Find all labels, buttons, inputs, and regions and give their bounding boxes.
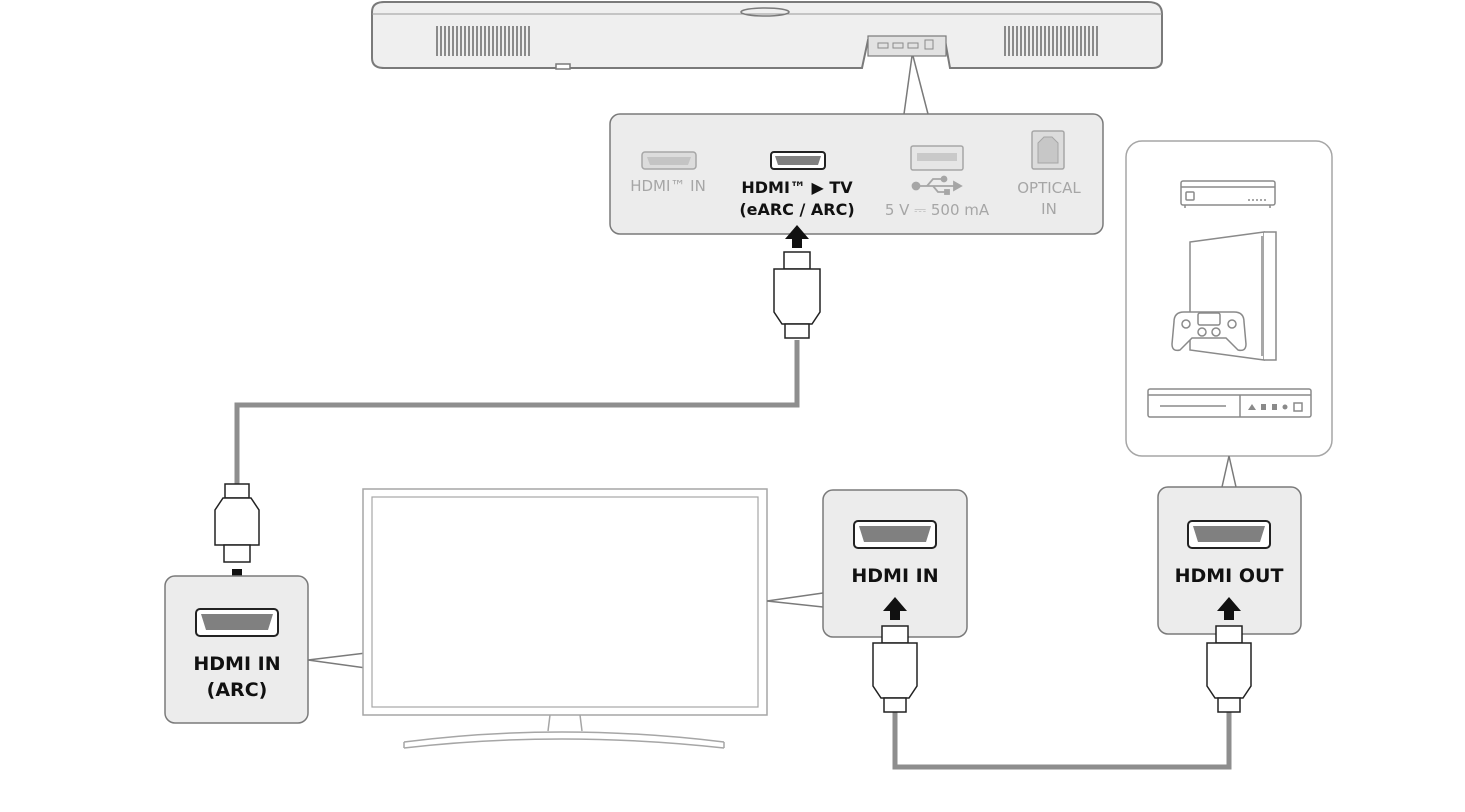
tv-hdmi-callout-lines [766, 592, 824, 608]
tv-arc-port-sublabel: (ARC) [207, 679, 268, 701]
usb-power-label: 5 V ⎓ 500 mA [885, 201, 990, 219]
hdmi-tv-label: HDMI™ ▶ TV [741, 178, 853, 197]
gamepad-icon [1171, 311, 1247, 352]
hdmi-port-icon [853, 520, 937, 549]
hdmi-connector-source [1206, 625, 1252, 713]
optical-label-line1: OPTICAL [1017, 179, 1081, 197]
arrow-up-to-tv-hdmi-in [883, 597, 907, 620]
hdmi-tv-port-icon [770, 151, 826, 170]
source-hdmi-out-label: HDMI OUT [1175, 565, 1284, 587]
soundbar-left-grille [436, 26, 530, 56]
hdmi-in-port-icon [641, 151, 697, 170]
soundbar-rear-panel: HDMI™ IN HDMI™ ▶ TV (eARC / ARC) 5 V ⎓ 5… [609, 113, 1104, 235]
source-callout-lines [1221, 455, 1237, 488]
disc-player-icon [1147, 388, 1312, 418]
source-devices-panel [1125, 140, 1333, 457]
hdmi-connector-top [773, 251, 821, 339]
arrow-up-to-soundbar [785, 225, 809, 248]
optical-port-icon [1031, 130, 1065, 170]
soundbar-port-recess [867, 35, 947, 57]
hdmi-port-icon [1187, 520, 1271, 549]
tv-arc-port-panel: HDMI IN (ARC) [164, 575, 309, 724]
hdmi-connector-tv-input [872, 625, 918, 713]
tv-arc-callout-lines [307, 652, 367, 669]
tv-icon [362, 488, 768, 749]
arrow-up-to-source [1217, 597, 1241, 620]
hdmi-port-icon [195, 608, 279, 637]
soundbar-icon [371, 1, 1163, 70]
soundbar-right-grille [1004, 26, 1098, 56]
usb-icon [911, 175, 963, 195]
cable-soundbar-to-tv [234, 340, 800, 485]
optical-label-line2: IN [1041, 200, 1057, 218]
set-top-box-icon [1180, 180, 1276, 208]
soundbar-callout-lines [903, 55, 929, 115]
hdmi-connector-left [214, 483, 260, 563]
hdmi-in-label: HDMI™ IN [630, 177, 706, 195]
tv-arc-port-label: HDMI IN [193, 653, 280, 675]
cable-source-to-tv [892, 710, 1232, 770]
usb-port-icon [910, 145, 964, 171]
source-hdmi-out-port-panel: HDMI OUT [1157, 486, 1302, 635]
tv-hdmi-in-label: HDMI IN [851, 565, 938, 587]
tv-hdmi-in-port-panel: HDMI IN [822, 489, 968, 638]
earc-arc-label: (eARC / ARC) [739, 200, 854, 219]
